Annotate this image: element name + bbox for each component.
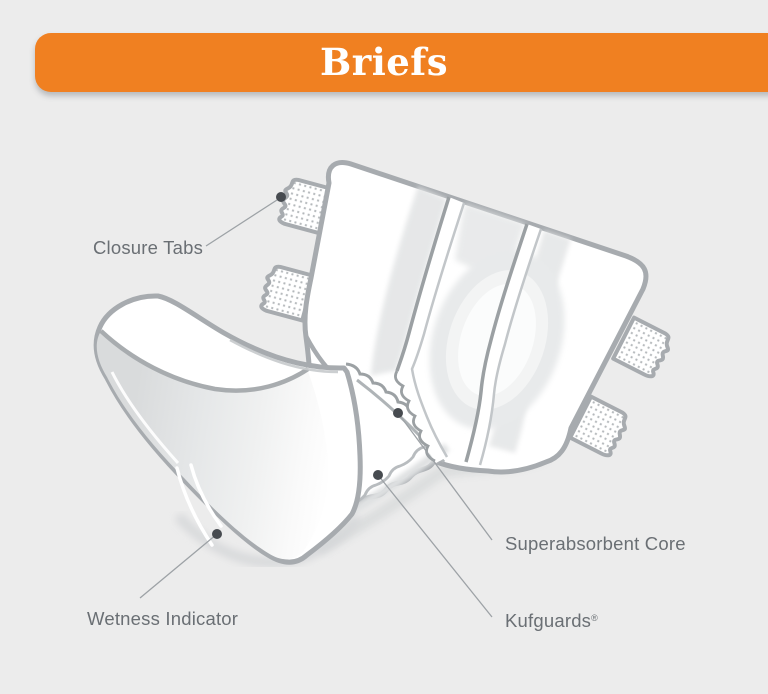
wetness-indicator-stripe-short (189, 463, 223, 528)
callout-line-kufguards (377, 474, 493, 618)
callout-dot-wetness-indicator (212, 529, 222, 539)
callout-dot-kufguards (373, 470, 383, 480)
label-kufguards: Kufguards® (505, 610, 598, 632)
wetness-indicator-stripe-long (175, 466, 214, 547)
callout-dots (212, 192, 403, 539)
front-wrap (93, 293, 363, 565)
label-superabsorbent-core: Superabsorbent Core (505, 533, 686, 554)
panel-shading-left (371, 186, 447, 376)
callout-dot-superabsorbent-core (393, 408, 403, 418)
front-wrap-fold-edge (99, 329, 310, 393)
front-wrap-rim-inner-line (229, 338, 339, 374)
kufguard-left (394, 196, 466, 463)
callout-dot-closure-tabs (276, 192, 286, 202)
front-wrap-edge-highlight (110, 371, 180, 465)
callout-line-wetness-indicator (139, 533, 218, 599)
callout-lines (139, 199, 493, 618)
label-closure-tabs: Closure Tabs (93, 237, 204, 258)
closure-tab-left-bottom (259, 264, 317, 323)
callout-line-superabsorbent-core (397, 412, 493, 541)
label-kufguards-text: Kufguards (505, 610, 592, 631)
callout-line-closure-tabs (205, 199, 278, 247)
kufguard-right (464, 223, 543, 466)
closure-tab-left-top (277, 177, 335, 236)
registered-trademark-mark: ® (591, 613, 598, 623)
label-wetness-indicator: Wetness Indicator (87, 608, 239, 629)
closure-tab-right-top (611, 315, 671, 379)
page-title: Briefs (319, 39, 449, 84)
header-bar: Briefs (35, 33, 768, 92)
closure-tab-right-bottom (568, 394, 628, 458)
